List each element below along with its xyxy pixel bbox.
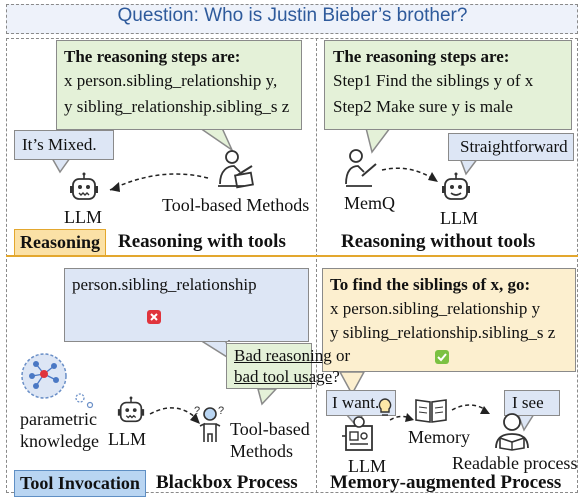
or-text: or xyxy=(331,346,351,365)
unused2 xyxy=(228,340,230,342)
q3-tool-label-2: Methods xyxy=(230,441,293,461)
readable-label: Readable process xyxy=(452,453,578,473)
robot-icon xyxy=(70,172,98,200)
tool-invocation-tag: Tool Invocation xyxy=(14,470,146,497)
q2-llm-bubble-text: Straightforward xyxy=(460,137,568,156)
person-reading-icon xyxy=(495,413,529,451)
knowledge-label-2: knowledge xyxy=(20,431,99,451)
robot-icon xyxy=(117,396,145,423)
q2-bubble-line2: Step2 Make sure y is male xyxy=(333,97,513,116)
q1-heading: Reasoning with tools xyxy=(118,231,286,252)
bad-tool-usage-text: bad tool usage xyxy=(234,367,333,386)
horizontal-divider xyxy=(6,255,578,257)
q1-bubble-line2: y sibling_relationship.sibling_s z xyxy=(64,97,290,116)
wrong-icon xyxy=(147,310,161,324)
q2-reasoning-bubble xyxy=(324,40,572,130)
memory-label: Memory xyxy=(408,427,470,447)
question-banner xyxy=(6,4,578,34)
svg-text:?: ? xyxy=(218,405,224,417)
q1-llm-bubble-text: It’s Mixed. xyxy=(22,135,97,154)
q1-reasoning-bubble xyxy=(56,40,302,130)
q3-question-line2: bad tool usage? xyxy=(234,366,340,388)
q4-bubble-heading: To find the siblings of x, go: xyxy=(330,275,531,294)
q1-bubble-heading: The reasoning steps are: xyxy=(64,47,241,66)
check-icon xyxy=(435,350,449,364)
q3-blackbox-bubble xyxy=(64,268,309,342)
q4-bubble-line2: y sibling_relationship.sibling_s z xyxy=(330,323,556,342)
q2-llm-label: LLM xyxy=(440,208,478,228)
q2-bubble-line1: Step1 Find the siblings y of x xyxy=(333,71,534,90)
memq-label: MemQ xyxy=(344,193,395,213)
q4-bubble-line1: x person.sibling_relationship y xyxy=(330,299,541,318)
q1-tool-label: Tool-based Methods xyxy=(162,195,310,215)
q4-reader-bubble xyxy=(504,390,560,416)
q1-llm-label: LLM xyxy=(64,207,102,227)
q4-reader-bubble-text: I see xyxy=(512,393,544,412)
brain-network-icon xyxy=(21,353,94,409)
q3-heading: Blackbox Process xyxy=(156,472,298,493)
question-mark-text: ? xyxy=(332,367,340,386)
diagram-frame xyxy=(6,38,578,493)
q4-llm-label: LLM xyxy=(348,456,386,476)
q3-question-bubble-left xyxy=(226,343,312,389)
person-laptop-icon xyxy=(218,150,254,189)
q4-heading: Memory-augmented Process xyxy=(330,472,562,493)
question-title: Question: Who is Justin Bieber’s brother… xyxy=(117,5,468,26)
book-icon xyxy=(415,399,447,423)
q1-bubble-line1: x person.sibling_relationship y, xyxy=(64,71,278,90)
person-laptop-icon-memq xyxy=(345,149,377,187)
bad-reasoning-text: Bad reasoning xyxy=(234,346,332,365)
knowledge-label-1: parametric xyxy=(20,409,97,429)
q3-llm-label: LLM xyxy=(108,429,146,449)
svg-text:?: ? xyxy=(194,405,200,417)
q3-bubble-text: person.sibling_relationship xyxy=(72,275,257,294)
q2-llm-bubble xyxy=(448,133,574,161)
robot-icon xyxy=(442,172,470,200)
q2-bubble-heading: The reasoning steps are: xyxy=(333,47,510,66)
q2-heading: Reasoning without tools xyxy=(341,231,536,252)
q1-llm-bubble xyxy=(14,130,114,160)
q3-tool-label-1: Tool-based xyxy=(230,419,310,439)
robot-machine-icon xyxy=(342,416,373,451)
q4-llm-bubble-text: I want... xyxy=(332,393,388,412)
confused-person-icon: ? ? xyxy=(194,405,224,442)
lightbulb-icon xyxy=(378,398,392,416)
reasoning-tag: Reasoning xyxy=(14,229,107,256)
vertical-divider xyxy=(316,38,317,493)
q3-question-line1: Bad reasoning or xyxy=(234,345,350,367)
